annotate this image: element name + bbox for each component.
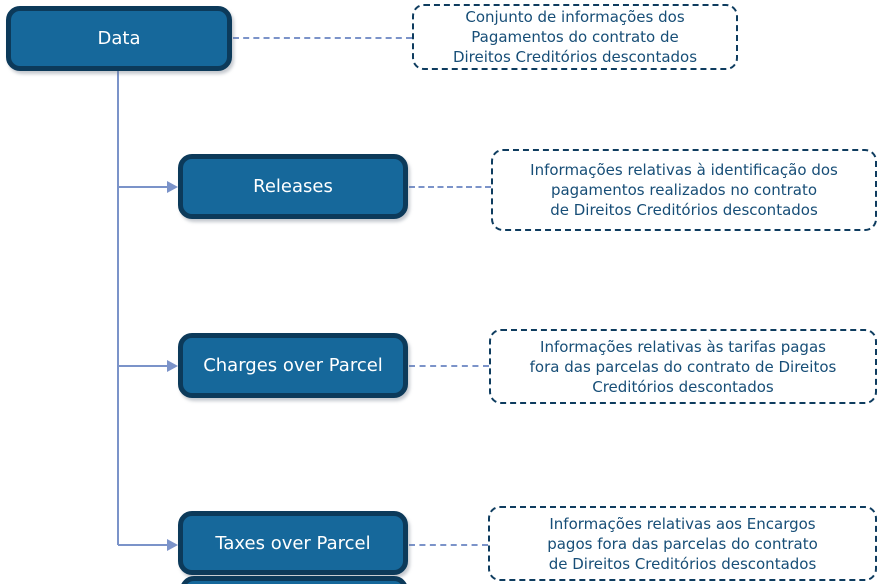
- note-line: pagos fora das parcelas do contrato: [547, 534, 818, 553]
- note-line: de Direitos Creditórios descontados: [550, 201, 818, 219]
- note-releases-text: Informações relativas à identificação do…: [530, 160, 838, 220]
- note-charges-over-parcel: Informações relativas às tarifas pagas f…: [489, 329, 877, 404]
- connector-branch-charges: [118, 365, 168, 367]
- node-releases-label: Releases: [253, 176, 333, 197]
- arrowhead-taxes-icon: [167, 539, 178, 551]
- note-line: Informações relativas aos Encargos: [549, 514, 816, 533]
- connector-branch-releases: [118, 186, 168, 188]
- note-line: fora das parcelas do contrato de Direito…: [529, 357, 837, 376]
- connector-trunk-line: [117, 71, 119, 545]
- node-taxes-label: Taxes over Parcel: [215, 532, 371, 554]
- note-line: Conjunto de informações dos: [465, 8, 685, 26]
- node-data-label: Data: [97, 28, 141, 49]
- node-charges-over-parcel: Charges over Parcel: [178, 333, 408, 398]
- dashed-connector-releases-note: [409, 186, 491, 188]
- note-taxes-text: Informações relativas aos Encargos pagos…: [547, 514, 818, 574]
- node-releases: Releases: [178, 154, 408, 219]
- note-data-text: Conjunto de informações dos Pagamentos d…: [453, 7, 697, 67]
- note-charges-text: Informações relativas às tarifas pagas f…: [530, 337, 837, 397]
- note-line: Direitos Creditórios descontados: [452, 48, 698, 66]
- node-data: Data: [6, 6, 232, 71]
- arrowhead-releases-icon: [167, 181, 178, 193]
- note-line: Informações relativas à identificação do…: [530, 161, 838, 179]
- node-truncated-bottom: [180, 576, 408, 584]
- connector-branch-taxes: [118, 544, 168, 546]
- node-charges-label: Charges over Parcel: [203, 355, 383, 376]
- note-data: Conjunto de informações dos Pagamentos d…: [412, 4, 738, 70]
- note-taxes-over-parcel: Informações relativas aos Encargos pagos…: [488, 506, 877, 581]
- note-line: pagamentos realizados no contrato: [550, 181, 818, 199]
- node-taxes-over-parcel: Taxes over Parcel: [178, 511, 408, 575]
- note-line: Creditórios descontados: [592, 377, 774, 396]
- dashed-connector-data-note: [233, 37, 412, 39]
- dashed-connector-taxes-note: [409, 544, 488, 546]
- note-releases: Informações relativas à identificação do…: [491, 149, 877, 231]
- arrowhead-charges-icon: [167, 360, 178, 372]
- dashed-connector-charges-note: [409, 365, 489, 367]
- note-line: de Direitos Creditórios descontados: [548, 554, 817, 573]
- note-line: Pagamentos do contrato de: [471, 28, 679, 46]
- note-line: Informações relativas às tarifas pagas: [540, 337, 826, 356]
